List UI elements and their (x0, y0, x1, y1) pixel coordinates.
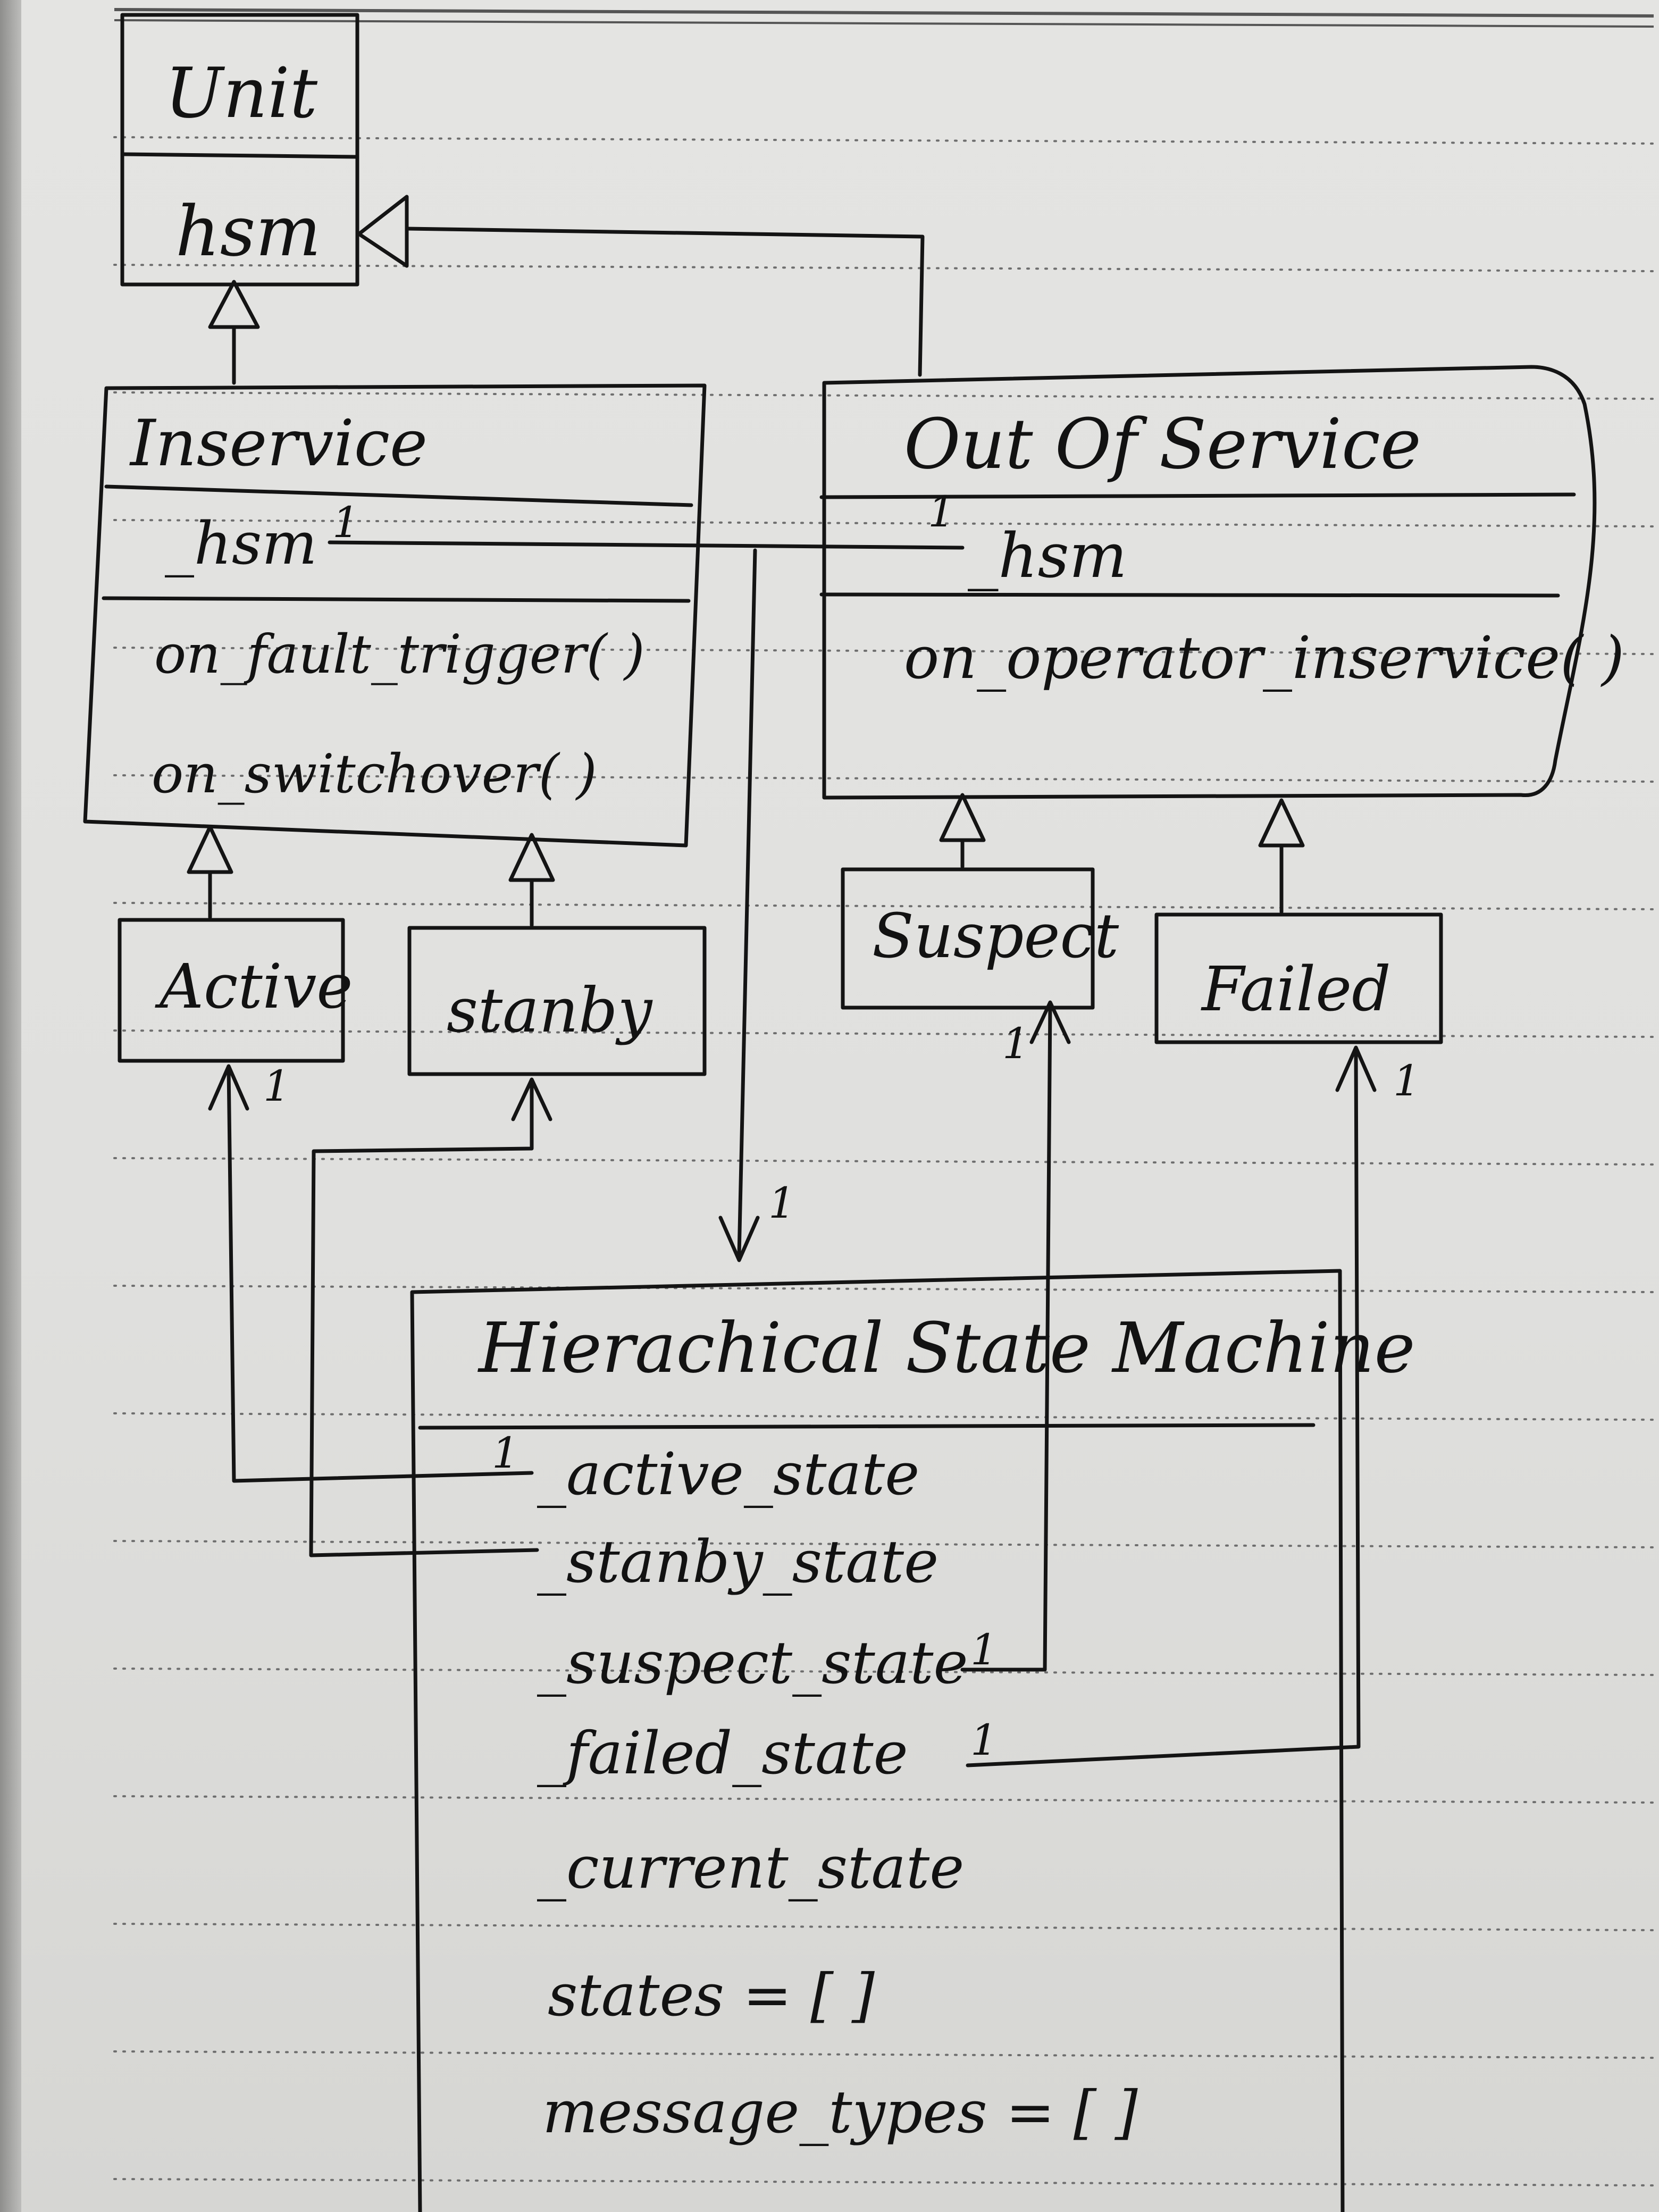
class-hsm-attr-active-state: _active_state (537, 1440, 919, 1508)
class-hsm-attr-message-types: message_types = [ ] (542, 2078, 1138, 2146)
class-hierachical-state-machine: Hierachical State Machine _active_state … (410, 1269, 1415, 2212)
class-out-of-service-attr-hsm: _hsm (968, 521, 1127, 592)
class-failed-name: Failed (1201, 954, 1391, 1025)
association-failed-state (966, 1045, 1377, 1767)
association-stanby-state (309, 1077, 552, 1557)
association-active-state (208, 1064, 534, 1483)
class-stanby-name: stanby (447, 975, 653, 1046)
class-inservice-method-fault: on_fault_trigger( ) (154, 623, 645, 685)
inheritance-inservice-to-unit (208, 280, 260, 385)
class-inservice-method-switchover: on_switchover( ) (152, 743, 597, 805)
association-hsm-reference (328, 540, 965, 1262)
class-hsm-name: Hierachical State Machine (477, 1308, 1415, 1388)
class-hsm-attr-failed-state: _failed_state (537, 1719, 908, 1787)
multiplicity-failed: 1 (1393, 1056, 1420, 1105)
notebook-spine (0, 0, 21, 2212)
multiplicity-suspect-state: 1 (970, 1625, 998, 1674)
multiplicity-oos-hsm: 1 (928, 487, 955, 537)
multiplicity-active-state: 1 (492, 1428, 519, 1478)
multiplicity-active: 1 (263, 1061, 290, 1111)
inheritance-suspect-to-out-of-service (939, 793, 986, 869)
multiplicity-failed-state: 1 (970, 1715, 998, 1765)
ruled-lines (113, 8, 1655, 2186)
class-unit-name: Unit (165, 53, 318, 133)
class-active: Active (118, 918, 353, 1063)
inheritance-failed-to-out-of-service (1258, 798, 1305, 914)
class-unit-attr-hsm: hsm (175, 191, 321, 272)
multiplicity-hsm-in: 1 (768, 1178, 795, 1228)
class-suspect-name: Suspect (872, 901, 1119, 972)
class-failed: Failed (1154, 912, 1443, 1044)
inheritance-out-of-service-to-unit (357, 195, 925, 377)
class-inservice: Inservice _hsm on_fault_trigger( ) on_sw… (83, 383, 707, 848)
inheritance-active-to-inservice (187, 825, 233, 919)
inheritance-stanby-to-inservice (508, 833, 555, 927)
class-hsm-attr-suspect-state: _suspect_state (537, 1629, 968, 1697)
class-hsm-attr-states: states = [ ] (548, 1961, 875, 2029)
class-hsm-attr-stanby-state: _stanby_state (537, 1528, 939, 1596)
class-hsm-attr-current-state: _current_state (537, 1833, 964, 1901)
class-suspect: Suspect (841, 867, 1119, 1010)
class-active-name: Active (155, 951, 353, 1023)
association-suspect-state (960, 1000, 1071, 1672)
class-inservice-attr-hsm: _hsm (165, 509, 317, 577)
class-out-of-service-name: Out Of Service (904, 404, 1421, 484)
class-out-of-service: Out Of Service _hsm on_operator_inservic… (819, 365, 1624, 800)
multiplicity-inservice-hsm: 1 (332, 498, 359, 547)
multiplicity-suspect: 1 (1002, 1019, 1029, 1068)
class-unit: Unit hsm (120, 13, 359, 287)
class-out-of-service-method: on_operator_inservice( ) (904, 624, 1624, 692)
class-stanby: stanby (407, 926, 707, 1076)
class-inservice-name: Inservice (129, 407, 428, 481)
